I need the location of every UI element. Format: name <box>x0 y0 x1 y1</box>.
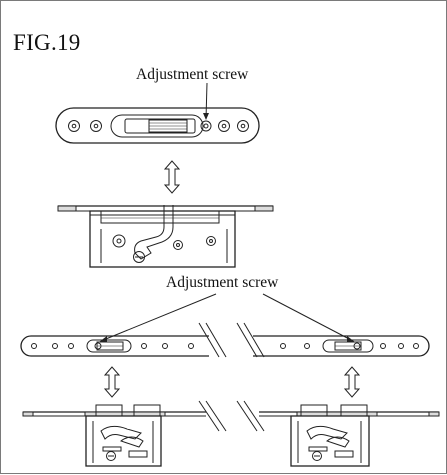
break-lines <box>198 322 265 432</box>
leader-line-left <box>100 293 217 342</box>
double-arrow-bottom-right <box>343 366 361 398</box>
leader-line-right <box>262 293 354 342</box>
adjustment-screw-label-middle: Adjustment screw <box>166 274 279 291</box>
figure-title: FIG.19 <box>13 30 81 55</box>
lock-body-bottom-left <box>22 404 206 467</box>
adjustment-screw-label-top: Adjustment screw <box>136 66 249 83</box>
double-arrow-bottom-left <box>103 366 121 398</box>
strike-plate-top <box>55 107 260 144</box>
lock-body-top <box>57 205 274 268</box>
double-arrow-top <box>163 160 181 194</box>
lock-body-bottom-right <box>259 404 440 467</box>
long-strike-plate-left <box>20 335 209 357</box>
long-strike-plate-right <box>253 335 430 357</box>
